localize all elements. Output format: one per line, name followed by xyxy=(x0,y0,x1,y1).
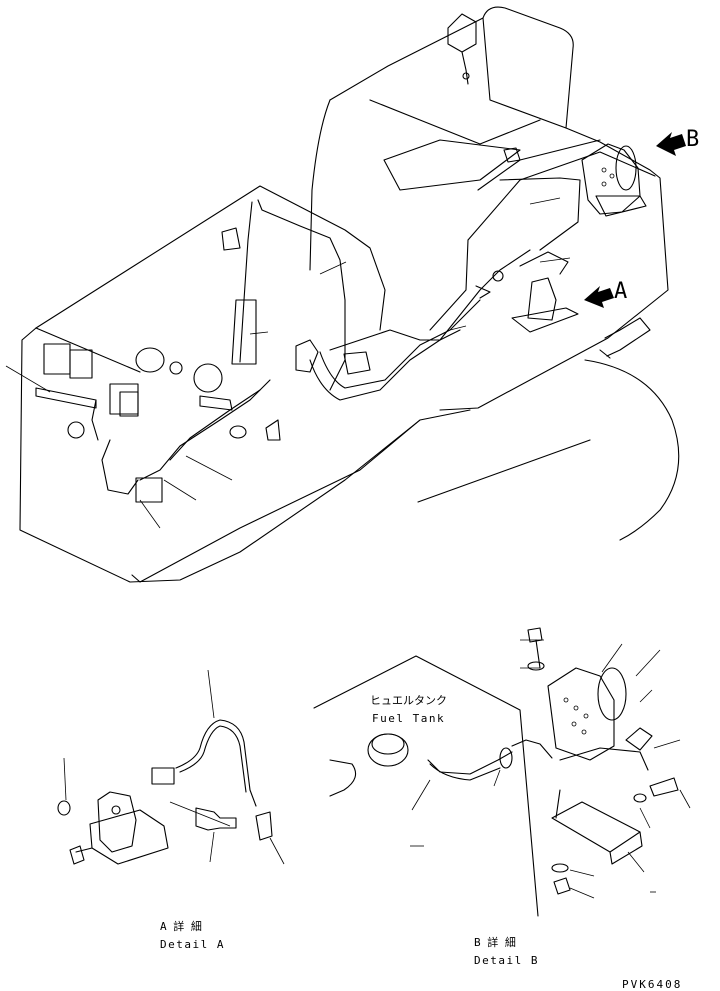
wiring-harness xyxy=(91,177,581,495)
arrow-b-label: B xyxy=(686,127,699,152)
leader-lines-main xyxy=(5,197,571,529)
arrow-a-label: A xyxy=(614,279,627,304)
fuel-tank-label-en: Fuel Tank xyxy=(372,712,445,725)
drawing-code: PVK6408 xyxy=(622,978,682,991)
electrical-components xyxy=(35,227,371,503)
hood-components xyxy=(447,13,647,333)
detail-a-jp: A 詳 細 xyxy=(160,919,202,933)
fuel-tank-label-jp: ヒュエルタンク xyxy=(370,694,447,707)
machine-body xyxy=(19,6,680,583)
detail-a-en: Detail A xyxy=(160,938,225,951)
detail-b-en: Detail B xyxy=(474,954,539,967)
detail-b-drawing xyxy=(313,627,691,917)
detail-a-drawing xyxy=(57,669,285,865)
callout-arrows xyxy=(584,132,686,308)
detail-b-jp: B 詳 細 xyxy=(474,935,516,949)
